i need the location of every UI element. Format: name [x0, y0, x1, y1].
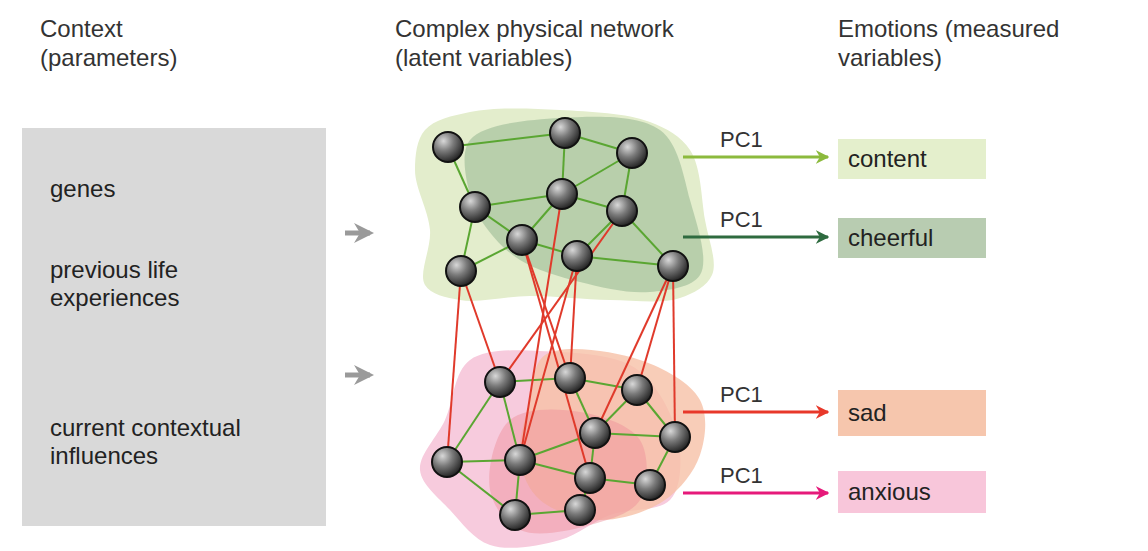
latent-node — [432, 447, 462, 477]
column-heading: Emotions (measured variables) — [838, 14, 1078, 72]
pc-label: PC1 — [720, 464, 763, 488]
latent-node — [505, 445, 535, 475]
latent-node — [658, 251, 688, 281]
network-link — [448, 133, 565, 147]
emotion-label: sad — [848, 399, 887, 427]
context-box: genes previous life experiences current co… — [22, 128, 326, 526]
column-heading: Complex physical network (latent variabl… — [395, 14, 725, 72]
cluster-region — [465, 117, 704, 293]
latent-node — [617, 138, 647, 168]
emotion-box: anxious — [838, 471, 986, 513]
pc-label: PC1 — [720, 208, 763, 232]
network-link — [522, 240, 590, 478]
pc1-arrow — [683, 236, 828, 239]
pc1-arrow — [683, 411, 828, 414]
latent-node — [607, 196, 637, 226]
emotion-box: sad — [838, 390, 986, 436]
emotion-label: content — [848, 145, 927, 173]
context-item: current contextual influences — [50, 414, 294, 470]
latent-node — [622, 375, 652, 405]
input-arrow — [345, 373, 370, 378]
pc-label: PC1 — [720, 128, 763, 152]
latent-node — [547, 179, 577, 209]
latent-node — [500, 500, 530, 530]
latent-node — [460, 192, 490, 222]
latent-node — [507, 225, 537, 255]
latent-node — [446, 256, 476, 286]
latent-node — [550, 118, 580, 148]
context-item: genes — [50, 175, 294, 203]
network-link — [447, 271, 461, 462]
emotion-label: anxious — [848, 478, 931, 506]
latent-node — [433, 132, 463, 162]
network-link — [461, 271, 500, 382]
context-panel — [22, 128, 326, 526]
latent-node — [485, 367, 515, 397]
latent-node — [575, 463, 605, 493]
emotion-label: cheerful — [848, 224, 933, 252]
network-link — [637, 266, 673, 390]
pc1-arrow — [683, 492, 828, 495]
pc1-arrow — [683, 156, 828, 159]
latent-node — [565, 495, 595, 525]
latent-node — [660, 422, 690, 452]
cluster-region — [420, 350, 681, 548]
context-item: previous life experiences — [50, 256, 294, 312]
pc-label: PC1 — [720, 383, 763, 407]
network-link — [595, 266, 673, 433]
column-heading: Context (parameters) — [40, 14, 215, 72]
latent-node — [555, 363, 585, 393]
cluster-region — [415, 108, 714, 301]
emotion-box: content — [838, 139, 986, 179]
emotion-box: cheerful — [838, 218, 986, 258]
input-arrow — [345, 231, 370, 236]
latent-node — [580, 418, 610, 448]
latent-node — [635, 470, 665, 500]
network-link — [673, 266, 675, 437]
network-link — [500, 211, 622, 382]
latent-node — [562, 241, 592, 271]
